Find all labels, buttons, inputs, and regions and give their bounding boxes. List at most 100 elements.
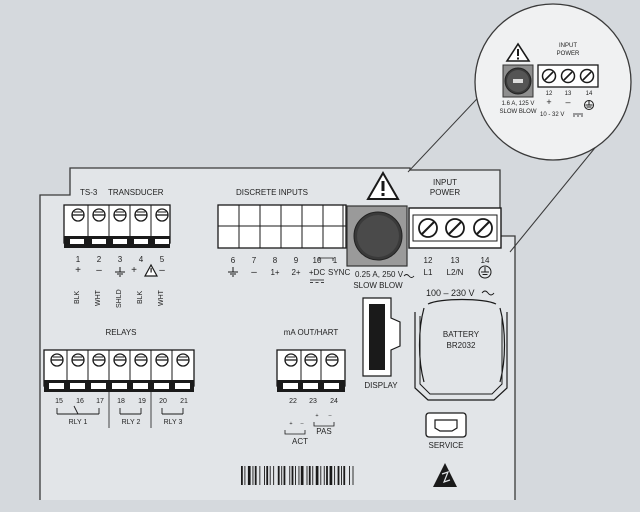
discrete-num-7: 7 [251, 256, 257, 265]
ma-act-label: ACT [292, 437, 308, 446]
ma-num-24: 24 [330, 398, 338, 405]
power-num-12: 12 [423, 256, 433, 265]
power-label-l1: L1 [423, 268, 433, 277]
screw-terminal-icon [71, 208, 85, 222]
ground-icon [584, 100, 594, 110]
screw-terminal-icon [92, 208, 106, 222]
ma-pas-minus: – [328, 413, 332, 419]
screw-terminal-icon [71, 353, 85, 367]
ground-icon [115, 267, 125, 277]
zoom-term-num-14: 14 [585, 91, 593, 97]
barcode-bar [334, 466, 336, 485]
fuse-icon [346, 205, 408, 267]
transducer-color-1: BLK [74, 290, 81, 304]
screw-terminal-icon [134, 353, 148, 367]
service-label: SERVICE [428, 441, 464, 450]
barcode-bar [252, 466, 254, 485]
discrete-num-1: 1 [332, 256, 338, 265]
relay-num-19: 19 [138, 398, 146, 405]
screw-terminal-icon [445, 218, 465, 238]
barcode-bar [312, 466, 314, 485]
transducer-sym-5: – [159, 265, 165, 276]
discrete-num-8: 8 [272, 256, 278, 265]
screw-terminal-icon [284, 353, 298, 367]
barcode-bar [259, 466, 261, 485]
barcode-bar [337, 466, 340, 485]
screw-terminal-icon [579, 68, 595, 84]
screw-terminal-icon [560, 68, 576, 84]
relay-num-16: 16 [76, 398, 84, 405]
transducer-num-1: 1 [75, 255, 81, 264]
transducer-num-4: 4 [138, 255, 144, 264]
discrete-inputs-block [217, 204, 347, 249]
screw-terminal-icon [92, 353, 106, 367]
transducer-color-5: WHT [158, 290, 165, 306]
discrete-sym-dc: +DC [308, 268, 326, 277]
dc-symbol-icon [573, 113, 583, 117]
screw-terminal-icon [113, 353, 127, 367]
barcode-bar [283, 466, 286, 485]
barcode [241, 466, 354, 485]
usb-icon [425, 412, 467, 438]
barcode-bar [315, 466, 319, 485]
transducer-color-4: BLK [137, 290, 144, 304]
relay-num-21: 21 [180, 398, 188, 405]
barcode-bar [269, 466, 271, 485]
zoom-title-line1: INPUT [559, 43, 577, 49]
warning-triangle-icon [505, 42, 531, 62]
power-fuse-rating: 0.25 A, 250 V [355, 270, 404, 279]
barcode-bar [244, 466, 246, 485]
ma-out-terminal-block [276, 349, 346, 392]
barcode-bar [341, 466, 342, 485]
screw-terminal-icon [155, 353, 169, 367]
warning-triangle-icon [143, 263, 159, 277]
relay-num-18: 18 [117, 398, 125, 405]
ma-num-23: 23 [309, 398, 317, 405]
transducer-title-ts3: TS-3 [80, 188, 98, 197]
relays-title: RELAYS [105, 328, 137, 337]
zoom-voltage: 10 - 32 V [540, 112, 565, 118]
zoom-fuse-type: SLOW BLOW [499, 109, 537, 115]
power-label-l2n: L2/N [446, 268, 464, 277]
relay-num-20: 20 [159, 398, 167, 405]
battery-holder [414, 298, 508, 401]
relay-num-17: 17 [96, 398, 104, 405]
ma-title: mA OUT/HART [283, 328, 339, 337]
screw-terminal-icon [304, 353, 318, 367]
screw-terminal-icon [325, 353, 339, 367]
sync-bracket [318, 257, 334, 261]
battery-model: BR2032 [446, 341, 476, 350]
display-label: DISPLAY [364, 381, 398, 390]
barcode-bar [291, 466, 294, 485]
zoom-term-plus: + [546, 97, 552, 107]
dc-symbol-icon [310, 279, 324, 283]
screw-terminal-icon [176, 353, 190, 367]
barcode-bar [241, 466, 243, 485]
barcode-bar [300, 466, 304, 485]
power-title-line2: POWER [429, 188, 461, 197]
relays-terminal-block [43, 349, 195, 428]
discrete-num-6: 6 [230, 256, 236, 265]
power-fuse-type: SLOW BLOW [353, 281, 403, 290]
zoom-fuse-rating: 1.6 A, 125 V [501, 101, 535, 107]
ac-symbol-icon [481, 290, 495, 296]
barcode-bar [264, 466, 265, 485]
screw-terminal-icon [541, 68, 557, 84]
relay-contact-icon [56, 405, 184, 415]
ac-symbol-icon [403, 274, 415, 278]
screw-terminal-icon [418, 218, 438, 238]
barcode-bar [298, 466, 300, 485]
rly-2-label: RLY 2 [121, 419, 141, 426]
transducer-color-2: WHT [95, 290, 102, 306]
barcode-bar [289, 466, 291, 485]
relay-num-15: 15 [55, 398, 63, 405]
zoom-term-minus: – [565, 97, 571, 107]
transducer-sym-1: + [75, 265, 81, 276]
transducer-sym-2: – [96, 265, 102, 276]
discrete-sym-minus: – [251, 267, 257, 278]
rly-1-label: RLY 1 [68, 419, 88, 426]
barcode-bar [349, 466, 350, 485]
transducer-sym-4: + [131, 265, 137, 276]
transducer-num-2: 2 [96, 255, 102, 264]
